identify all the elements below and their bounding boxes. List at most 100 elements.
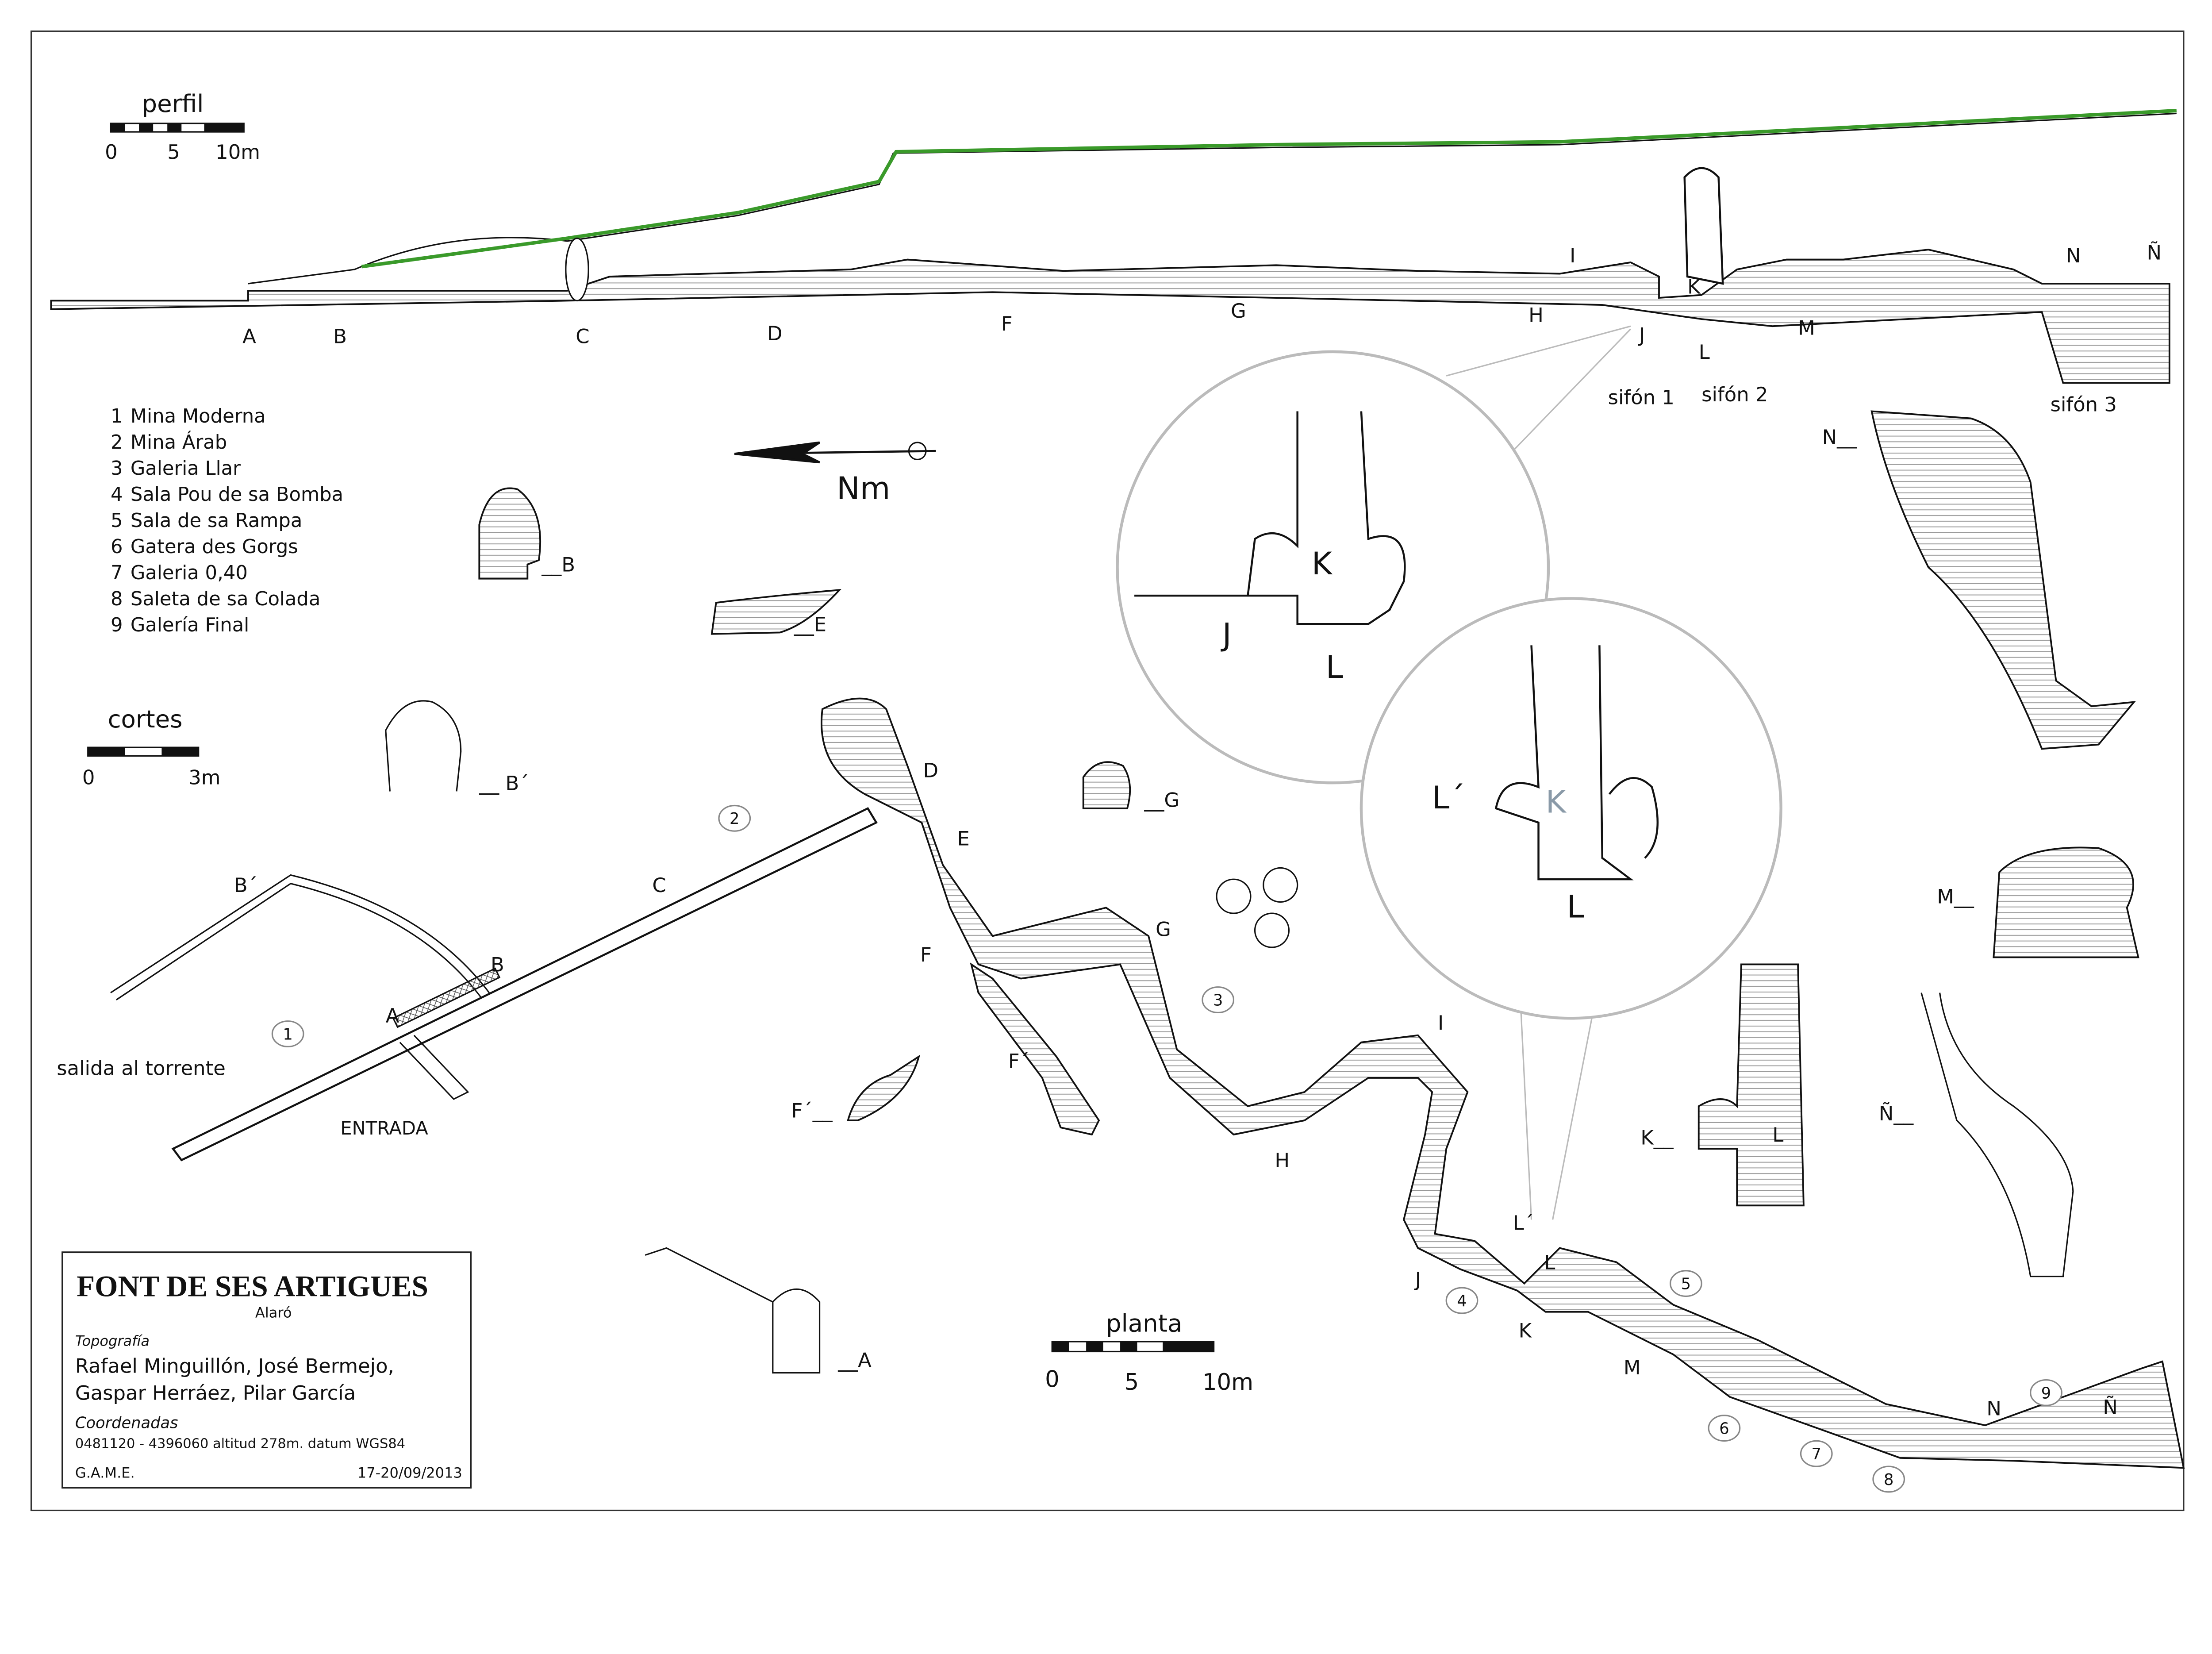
- legend-number: 7: [111, 562, 123, 584]
- profile-label-enye: Ñ: [2147, 241, 2162, 265]
- scale-perfil-5: 5: [167, 140, 180, 164]
- zone-number: 5: [1681, 1275, 1691, 1293]
- group-name: G.A.M.E.: [75, 1465, 135, 1481]
- section-label-B: __B: [541, 553, 575, 577]
- plan-label-G: G: [1156, 917, 1171, 941]
- scale-perfil-10: 10m: [215, 140, 260, 164]
- legend-number: 9: [111, 614, 123, 636]
- profile-label-D: D: [767, 322, 783, 345]
- section-Bp: [385, 700, 462, 792]
- detail-label-L2: L: [1567, 889, 1584, 925]
- legend-item: Galería Final: [131, 614, 249, 636]
- galleries-main: [821, 697, 2185, 1469]
- map-frame: [30, 30, 2185, 1512]
- profile-label-J: J: [1638, 323, 1645, 346]
- zone-number: 4: [1457, 1292, 1467, 1310]
- scale-cortes-title: cortes: [108, 705, 183, 733]
- legend-number: 2: [111, 431, 123, 454]
- scale-cortes-3m: 3m: [188, 765, 220, 789]
- plan-label-C: C: [652, 873, 666, 897]
- plan-label-F: F: [920, 943, 932, 966]
- detail-label-K: K: [1312, 546, 1333, 582]
- profile-label-B: B: [333, 325, 347, 348]
- legend-number: 3: [111, 458, 123, 480]
- survey-date: 17-20/09/2013: [357, 1465, 462, 1481]
- label-sifon-1: sifón 1: [1608, 385, 1674, 409]
- profile-view: A B C D F G H I J K L M N Ñ sifón 1 sifó…: [50, 108, 2177, 416]
- section-label-Bp: __ B´: [479, 771, 529, 795]
- section-M: [1993, 846, 2139, 958]
- legend-number: 1: [111, 405, 123, 427]
- mina-moderna: [171, 807, 878, 1162]
- title-block: FONT DE SES ARTIGUES Alaró Topografía Ra…: [61, 1251, 472, 1489]
- section-A: [645, 1247, 821, 1374]
- label-sifon-3: sifón 3: [2051, 392, 2117, 416]
- plan-label-M: M: [1624, 1356, 1641, 1379]
- profile-label-H: H: [1528, 304, 1544, 327]
- detail-label-Lp: L´: [1432, 780, 1465, 816]
- plan-label-N: N: [1986, 1397, 2001, 1420]
- scale-planta-10: 10m: [1202, 1369, 1253, 1396]
- authors-line-1: Rafael Minguillón, José Bermejo,: [75, 1354, 394, 1378]
- zone-marker: [271, 1020, 304, 1047]
- section-label-M: M__: [1937, 885, 1974, 908]
- legend-item: Sala Pou de sa Bomba: [131, 484, 343, 506]
- plan-label-enye: Ñ: [2103, 1396, 2118, 1419]
- section-B: [478, 487, 541, 580]
- north-arrow: Nm: [734, 441, 936, 507]
- plan-label-Bp: B´: [234, 873, 257, 897]
- municipality: Alaró: [255, 1304, 292, 1321]
- profile-label-M: M: [1798, 316, 1815, 339]
- legend-number: 6: [111, 536, 123, 558]
- detail-lenses: J K L L´ K L: [1116, 325, 1782, 1220]
- zone-marker: [2030, 1379, 2062, 1406]
- plan-label-E: E: [957, 827, 969, 850]
- section-label-N: N__: [1822, 425, 1857, 449]
- zone-number: 2: [730, 810, 739, 828]
- coordenadas-label: Coordenadas: [75, 1414, 178, 1432]
- legend-number: 4: [111, 484, 123, 506]
- legend-number: 8: [111, 588, 123, 610]
- scale-perfil-0: 0: [105, 140, 118, 164]
- section-G: [1082, 761, 1131, 809]
- legend-item: Mina Moderna: [131, 405, 266, 427]
- scale-cortes-0: 0: [82, 765, 95, 789]
- scale-planta: planta 0 5 10m: [1045, 1309, 1253, 1396]
- ground-surface: [248, 112, 2177, 285]
- profile-label-C: C: [576, 325, 589, 348]
- zone-marker: [718, 804, 751, 832]
- section-label-Fp: F´__: [791, 1099, 833, 1123]
- zone-marker: [1800, 1440, 1833, 1467]
- branch-Fp: [970, 962, 1100, 1136]
- north-arrow-icon: [734, 441, 936, 464]
- scale-planta-5: 5: [1125, 1369, 1139, 1396]
- scale-planta-title: planta: [1106, 1309, 1182, 1338]
- section-label-G: __G: [1144, 789, 1180, 812]
- entrance-branch: [399, 1035, 469, 1100]
- plan-label-D: D: [923, 758, 939, 782]
- zone-marker: [1445, 1287, 1479, 1314]
- profile-label-F: F: [1001, 312, 1013, 335]
- section-label-K: K__: [1640, 1126, 1674, 1150]
- section-label-A: __A: [837, 1349, 872, 1372]
- profile-passage: [50, 249, 2170, 384]
- cave-survey-map: A B C D F G H I J K L M N Ñ sifón 1 sifó…: [30, 30, 2185, 1512]
- zone-number: 8: [1884, 1471, 1893, 1489]
- profile-label-L: L: [1699, 340, 1710, 364]
- profile-label-A: A: [242, 325, 256, 348]
- plan-label-I: I: [1438, 1011, 1444, 1035]
- plan-label-A: A: [386, 1004, 399, 1027]
- legend-item: Saleta de sa Colada: [131, 588, 321, 610]
- legend-number: 5: [111, 510, 123, 532]
- legend-item: Galeria 0,40: [131, 562, 248, 584]
- section-Fp: [847, 1054, 921, 1121]
- entrance-grate: [392, 967, 501, 1028]
- section-label-L: L: [1772, 1123, 1783, 1146]
- section-E: [710, 589, 842, 635]
- zone-marker: [1708, 1415, 1741, 1442]
- profile-label-K: K: [1687, 275, 1701, 298]
- section-enye: [1920, 992, 2074, 1277]
- zone-marker: [1670, 1270, 1702, 1297]
